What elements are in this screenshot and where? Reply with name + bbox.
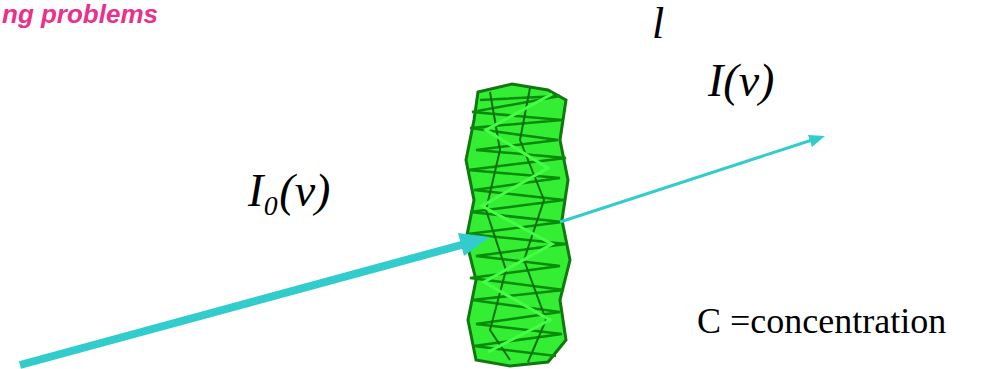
incident-intensity-label: I₀(ν) <box>248 166 330 217</box>
heading-fragment: ng problems <box>2 0 158 29</box>
incident-beam-line <box>20 244 465 365</box>
sample-scribble <box>466 84 570 366</box>
incident-beam <box>20 233 490 365</box>
concentration-label: C =concentration <box>697 302 946 342</box>
transmitted-beam <box>560 135 825 222</box>
thickness-label: l <box>652 0 664 48</box>
transmitted-beam-head <box>808 135 825 147</box>
transmitted-beam-line <box>560 140 812 222</box>
incident-beam-head <box>458 233 490 256</box>
transmitted-intensity-label: I(ν) <box>708 56 774 107</box>
